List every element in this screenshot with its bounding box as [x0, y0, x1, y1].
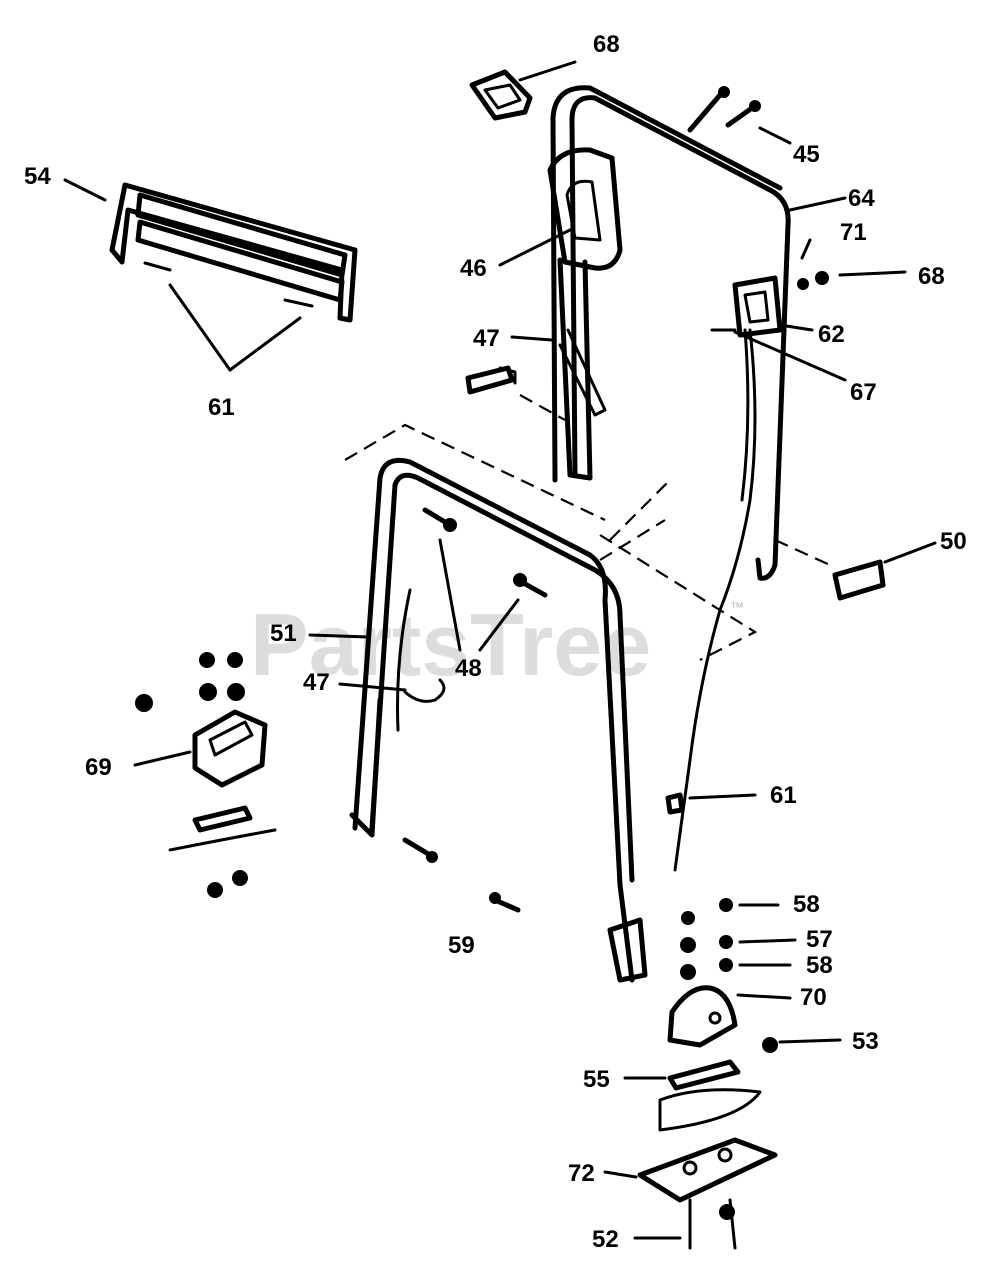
lower-handle	[349, 457, 648, 983]
watermark: PartsTree	[250, 595, 651, 694]
part-labels: 68 45 64 71 68 62 67 54 46 47 61 50 51 4…	[24, 31, 967, 1253]
label-53: 53	[852, 1028, 879, 1055]
label-62: 62	[818, 321, 845, 348]
label-52: 52	[592, 1226, 619, 1253]
label-61-left: 61	[208, 394, 235, 421]
label-57: 57	[806, 926, 833, 953]
label-69: 69	[85, 754, 112, 781]
label-67: 67	[850, 379, 877, 406]
small-parts	[402, 69, 886, 913]
left-bracket-assembly	[135, 652, 277, 898]
bag-handle-frame	[109, 182, 358, 372]
label-72: 72	[568, 1160, 595, 1187]
label-68-top: 68	[593, 31, 620, 58]
label-47-lower: 47	[303, 669, 330, 696]
assembly-plane-dashes	[344, 394, 831, 661]
label-45: 45	[793, 141, 820, 168]
label-58-top: 58	[793, 891, 820, 918]
label-51: 51	[270, 620, 297, 647]
label-55: 55	[583, 1066, 610, 1093]
label-61-right: 61	[770, 782, 797, 809]
label-50: 50	[940, 528, 967, 555]
label-64: 64	[848, 185, 875, 212]
label-48: 48	[455, 655, 482, 682]
base-assembly	[637, 898, 778, 1250]
watermark-trademark: ™	[730, 599, 744, 615]
label-71: 71	[840, 219, 867, 246]
label-47-upper: 47	[473, 325, 500, 352]
label-68-right: 68	[918, 263, 945, 290]
upper-handle	[465, 85, 791, 872]
label-46: 46	[460, 255, 487, 282]
label-59: 59	[448, 932, 475, 959]
label-70: 70	[800, 984, 827, 1011]
label-58-mid: 58	[806, 952, 833, 979]
label-54: 54	[24, 163, 51, 190]
leader-lines	[63, 60, 937, 1240]
